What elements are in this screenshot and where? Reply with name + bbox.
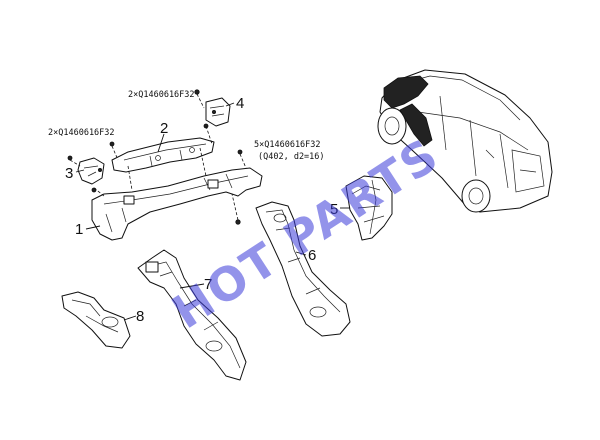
part-7-lower-pillar: [137, 249, 247, 381]
fastener-notes: 2×Q1460616F32 2×Q1460616F32 5×Q1460616F3…: [48, 90, 325, 162]
bolt-marker: [91, 187, 97, 193]
callout-1: 1: [75, 221, 83, 238]
callout-8: 8: [136, 308, 144, 325]
part-2-radiator-upper-member: [111, 137, 215, 173]
fastener-note-spec: (Q402, d2=16): [258, 152, 325, 162]
part-8-lower-bracket: [61, 291, 131, 349]
fasteners: [67, 89, 247, 225]
part-5-side-panel: [345, 175, 393, 241]
bolt-marker: [109, 141, 115, 147]
callout-7: 7: [204, 276, 212, 293]
vehicle-outline: [377, 69, 553, 213]
fastener-note-upper: 2×Q1460616F32: [128, 90, 195, 100]
callout-5: 5: [330, 201, 338, 218]
callout-numbers: 1 2 3 4 5 6 7 8: [65, 95, 338, 325]
callout-4: 4: [236, 95, 244, 112]
part-6-pillar-reinforcement: [255, 201, 351, 337]
callout-3: 3: [65, 165, 73, 182]
bolt-marker: [237, 149, 243, 155]
leader-lines: [75, 102, 350, 321]
part-3-left-bracket: [77, 157, 105, 185]
part-1-radiator-lower-member: [91, 167, 263, 241]
fastener-note-right: 5×Q1460616F32: [254, 140, 321, 150]
bolt-marker: [194, 89, 200, 95]
part-4-upper-bracket: [205, 97, 231, 127]
callout-2: 2: [160, 120, 168, 137]
bolt-marker: [235, 219, 241, 225]
callout-6: 6: [308, 247, 316, 264]
fastener-note-left: 2×Q1460616F32: [48, 128, 115, 138]
bolt-marker: [67, 155, 73, 161]
